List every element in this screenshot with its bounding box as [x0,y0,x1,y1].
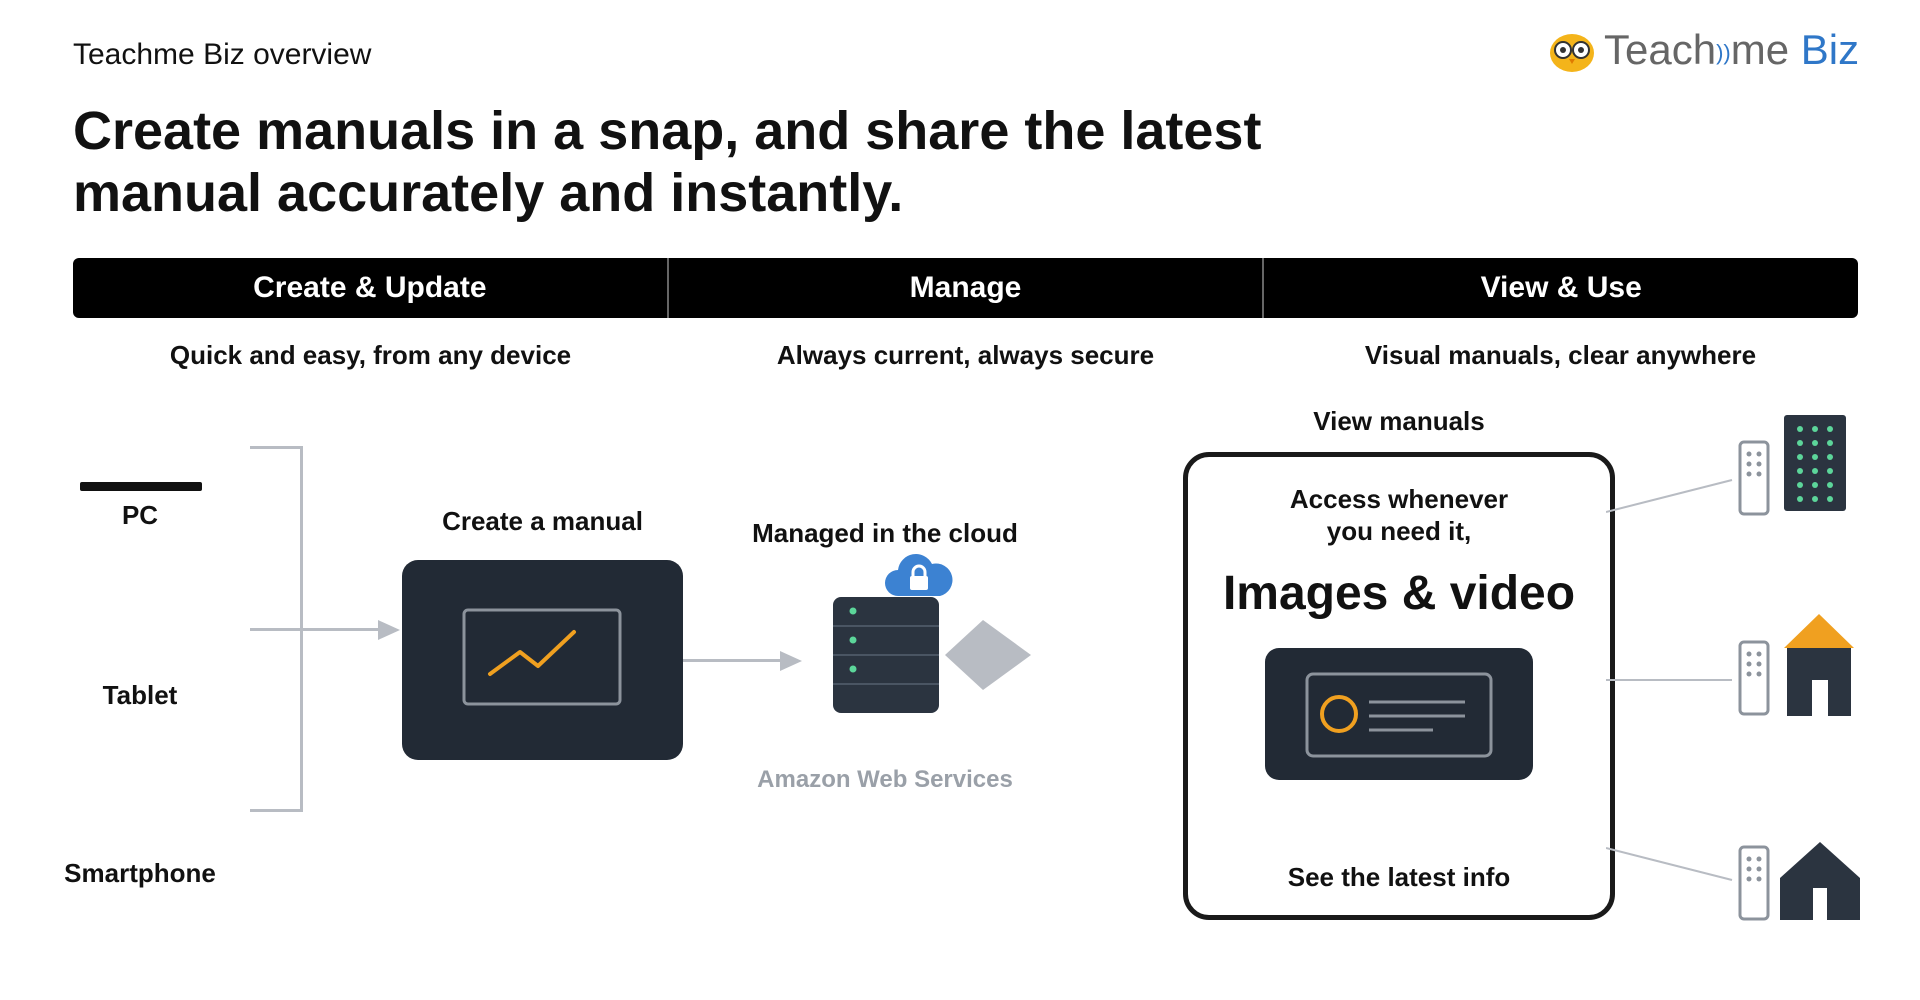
access-line-2: you need it, [1326,516,1472,546]
aws-label: Amazon Web Services [757,766,1013,793]
device-label-tablet: Tablet [102,680,178,710]
headline-line-2: manual accurately and instantly. [73,163,904,223]
home-icon [1780,842,1860,920]
access-line-1: Access whenever [1289,484,1509,514]
page-subtitle: Teachme Biz overview [73,38,372,71]
connector-line [683,659,781,662]
managed-cloud-label: Managed in the cloud [752,518,1018,548]
office-building-icon [1784,415,1846,511]
column-subtitle-manage: Always current, always secure [776,340,1155,370]
logo-text-biz: Biz [1800,26,1860,73]
create-manual-label: Create a manual [442,506,643,536]
logo-text-me: me [1730,26,1790,73]
latest-info-text: See the latest info [1287,862,1511,892]
signal-icon: )) [1716,39,1731,65]
device-label-pc: PC [121,500,159,530]
column-subtitle-view: Visual manuals, clear anywhere [1364,340,1757,370]
images-video-heading: Images & video [1222,567,1576,620]
brand-logo: Teach))me Biz [1548,24,1868,80]
column-title-manage: Manage [666,258,1263,318]
device-label-smartphone: Smartphone [64,858,216,888]
server-icon [833,597,939,713]
page-title: Create manuals in a snap, and share the … [73,100,1373,224]
arrow-right-icon [780,651,802,671]
logo-text-teach: Teach [1604,26,1717,73]
create-manual-card [402,560,683,760]
column-header-bar: Create & Update Manage View & Use [73,258,1858,318]
pc-icon [80,482,202,491]
cloud-lock-icon [885,554,953,596]
view-manuals-label: View manuals [1313,406,1485,436]
location-connectors [1606,479,1733,881]
arrow-right-icon [378,620,400,640]
tablet-device-icon [1738,440,1770,516]
connector-line [250,628,380,631]
owl-mascot-icon [1550,34,1594,72]
column-subtitle-create: Quick and easy, from any device [169,340,572,370]
column-title-create: Create & Update [253,271,487,304]
arrow-right-icon [945,620,1031,690]
media-card [1265,648,1533,780]
headline-line-1: Create manuals in a snap, and share the … [73,101,1262,161]
tablet-device-icon [1738,845,1770,921]
media-player-icon [1305,672,1493,758]
column-title-view: View & Use [1262,258,1858,318]
trend-chart-icon [462,608,622,706]
store-icon [1784,614,1854,716]
tablet-device-icon [1738,640,1770,716]
access-text: Access whenever you need it, [1190,483,1608,547]
